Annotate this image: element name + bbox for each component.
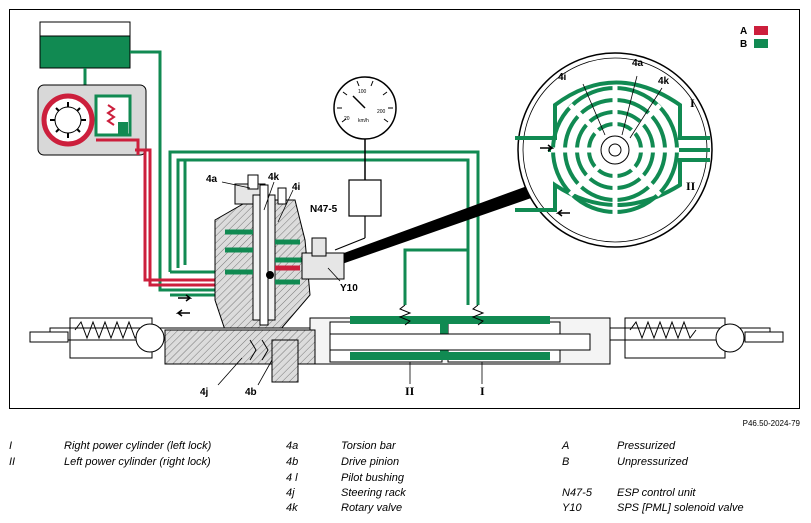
legend-code: Y10	[562, 502, 582, 514]
gauge-unit: km/h	[358, 118, 369, 124]
rotary-valve-detail	[515, 52, 713, 248]
legend-text: Rotary valve	[341, 502, 403, 514]
power-steering-diagram: 100 20 200 km/h	[29, 21, 784, 398]
steering-rack	[29, 304, 784, 383]
legend-code: 4j	[286, 487, 295, 499]
legend-code: 4 l	[286, 472, 298, 484]
cylinder-lines	[168, 150, 480, 305]
fluid-reservoir	[39, 21, 131, 69]
legend-code: II	[9, 456, 16, 468]
label-cylinder-i: I	[480, 384, 485, 398]
legend-text: SPS [PML] solenoid valve	[617, 502, 744, 514]
figure-reference: P46.50-2024-79	[742, 419, 800, 428]
detail-label-4k: 4k	[658, 76, 670, 87]
legend-text: Right power cylinder (left lock)	[64, 440, 212, 452]
label-4b: 4b	[245, 387, 257, 398]
color-key: A B	[740, 26, 768, 50]
diagram-frame: 100 20 200 km/h	[9, 9, 800, 409]
gauge-tick-100: 100	[358, 89, 367, 95]
label-4k: 4k	[268, 172, 280, 183]
key-letter-a: A	[740, 26, 747, 37]
power-steering-pump	[37, 84, 147, 156]
key-letter-b: B	[740, 39, 747, 50]
key-swatch-unpressurized	[754, 39, 768, 48]
legend-code: 4b	[286, 456, 299, 468]
steering-valve-housing	[214, 174, 345, 331]
flow-arrows	[175, 294, 193, 317]
legend-code: A	[562, 440, 570, 452]
label-4a: 4a	[206, 174, 218, 185]
gauge-tick-20: 20	[344, 116, 350, 122]
label-y10: Y10	[340, 283, 358, 294]
legend-code: B	[562, 456, 570, 468]
label-n47-5: N47-5	[310, 204, 338, 215]
gauge-tick-200: 200	[377, 109, 386, 115]
esp-control-unit	[334, 179, 382, 251]
legend-text: Pilot bushing	[341, 472, 404, 484]
label-4i: 4i	[292, 182, 301, 193]
legend-code: 4k	[286, 502, 298, 514]
speed-gauge: 100 20 200 km/h	[333, 76, 397, 180]
label-4j: 4j	[200, 387, 209, 398]
legend-text: ESP control unit	[617, 487, 696, 499]
legend-code: N47-5	[562, 487, 592, 499]
detail-label-4a: 4a	[632, 58, 644, 69]
detail-label-i: I	[690, 96, 695, 110]
legend-code: I	[9, 440, 13, 452]
label-cylinder-ii: II	[405, 384, 415, 398]
detail-callout-beam	[292, 185, 537, 280]
legend-text: Steering rack	[341, 487, 406, 499]
legend-text: Unpressurized	[617, 456, 688, 468]
legend-text: Drive pinion	[341, 456, 400, 468]
legend-code: 4a	[286, 440, 299, 452]
legend-text: Pressurized	[617, 440, 676, 452]
legend-text: Left power cylinder (right lock)	[64, 456, 211, 468]
leader-lines	[217, 181, 483, 386]
key-swatch-pressurized	[754, 26, 768, 35]
detail-label-4i: 4i	[558, 72, 567, 83]
legend-text: Torsion bar	[341, 440, 396, 452]
detail-label-ii: II	[686, 179, 696, 193]
